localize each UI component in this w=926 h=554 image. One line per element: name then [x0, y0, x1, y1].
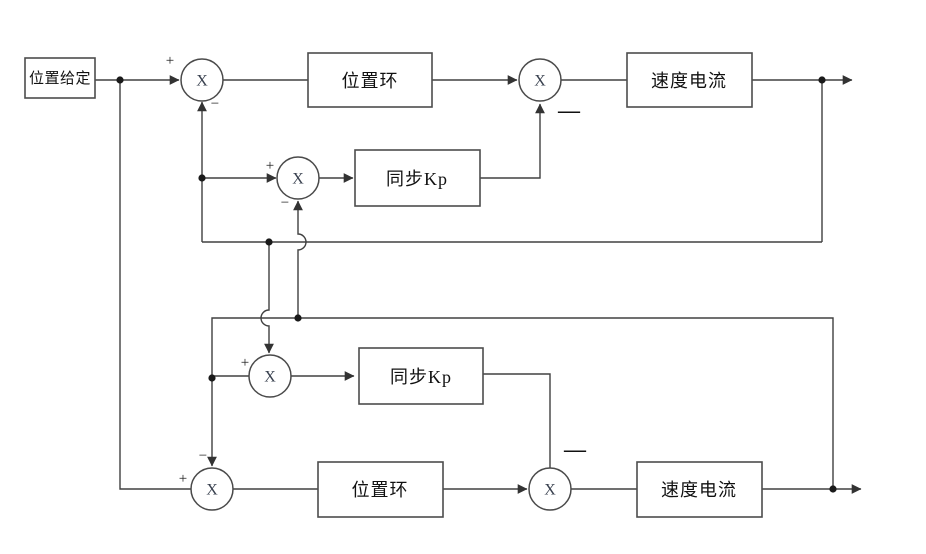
summing-junction-3-symbol: X	[206, 482, 218, 499]
block-sync-kp-2-label: 同步Kp	[390, 367, 452, 387]
summing-junction-4: X	[528, 467, 572, 511]
syncsum1-minus-sign: −	[281, 195, 289, 211]
syncsum1-plus-sign: +	[266, 158, 274, 174]
block-position-loop-2-box	[317, 461, 444, 518]
summing-junction-2-symbol: X	[534, 73, 546, 90]
summing-junction-4-symbol: X	[544, 482, 556, 499]
block-speed-current-1-box	[626, 52, 753, 108]
sync-summing-junction-1-circle	[276, 156, 320, 200]
signs: + − — + − + + − —	[166, 53, 587, 487]
block-sync-kp-1: 同步Kp	[354, 149, 481, 207]
summing-junction-2-circle	[518, 58, 562, 102]
block-position-ref-box	[24, 57, 96, 99]
block-speed-current-2-label: 速度电流	[661, 480, 737, 500]
block-sync-kp-2-box	[358, 347, 484, 405]
block-position-loop-1: 位置环	[307, 52, 433, 108]
sum1-minus-sign: −	[211, 96, 219, 112]
sync-summing-junction-2: X	[248, 354, 292, 398]
sum2-minus-sign: —	[557, 98, 581, 123]
syncsum2-plus-sign: +	[241, 355, 249, 371]
wire-axis2-feedback-path	[207, 317, 834, 489]
block-position-loop-2: 位置环	[317, 461, 444, 518]
wire-axis1-feedback-to-syncsum2-hop	[260, 242, 274, 354]
node-axis1-output	[818, 76, 826, 84]
block-sync-kp-1-box	[354, 149, 481, 207]
node-axis1-feedback-branch	[198, 174, 206, 182]
wire-ref-to-bottom-sum	[119, 80, 191, 490]
block-sync-kp-2: 同步Kp	[358, 347, 484, 405]
sum1-plus-sign: +	[166, 53, 174, 69]
sum4-minus-sign: —	[563, 437, 587, 462]
sync-summing-junction-2-symbol: X	[264, 369, 276, 386]
summing-junction-3-circle	[190, 467, 234, 511]
block-sync-kp-1-label: 同步Kp	[386, 169, 448, 189]
summing-junction-3: X	[190, 467, 234, 511]
node-axis2-output	[829, 485, 837, 493]
block-speed-current-2: 速度电流	[636, 461, 763, 518]
summing-junction-4-circle	[528, 467, 572, 511]
sync-summing-junction-1-symbol: X	[292, 171, 304, 188]
wire-synckp2-to-sum4	[483, 373, 551, 468]
wire-synckp1-to-sum2	[480, 103, 545, 179]
block-position-loop-1-box	[307, 52, 433, 108]
block-position-ref-label: 位置给定	[29, 70, 91, 87]
summing-junction-1-circle	[180, 58, 224, 102]
sum3-plus-sign: +	[179, 471, 187, 487]
sync-summing-junction-2-circle	[248, 354, 292, 398]
node-axis1-feedback-cross-branch	[265, 238, 273, 246]
wire-axis2-feedback-to-syncsum1-hop	[293, 200, 307, 318]
node-axis2-feedback-branch	[208, 374, 216, 382]
block-position-loop-1-label: 位置环	[342, 71, 399, 91]
block-position-loop-2-label: 位置环	[352, 480, 409, 500]
block-speed-current-1-label: 速度电流	[651, 71, 727, 91]
block-speed-current-1: 速度电流	[626, 52, 753, 108]
block-speed-current-2-box	[636, 461, 763, 518]
block-position-ref: 位置给定	[24, 57, 96, 99]
junction-dots	[116, 76, 837, 493]
summing-junction-1: X	[180, 58, 224, 102]
sync-summing-junction-1: X	[276, 156, 320, 200]
sum3-minus-sign: −	[199, 448, 207, 464]
node-axis2-feedback-cross-branch	[294, 314, 302, 322]
node-ref-branch	[116, 76, 124, 84]
summing-junction-2: X	[518, 58, 562, 102]
summing-junction-1-symbol: X	[196, 73, 208, 90]
wires	[95, 75, 862, 494]
